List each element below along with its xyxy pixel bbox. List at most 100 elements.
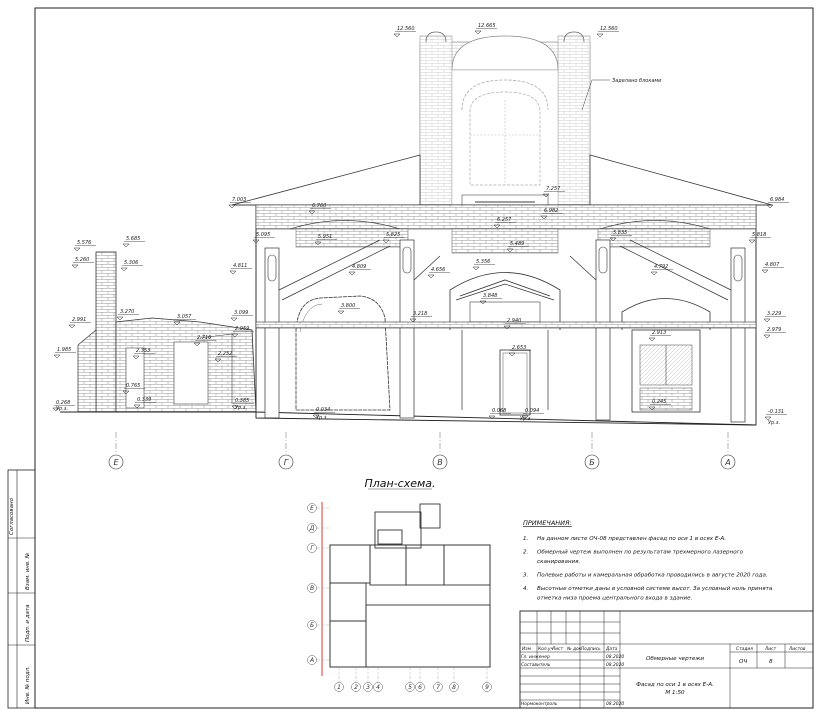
elevation-mark-label: 5.835 [613,230,627,236]
axis-bubble-label: Е [113,458,119,467]
plan-row-axis-label: Е [310,505,314,512]
elevation-mark: 12.560 [393,26,416,38]
elevation-mark: 2.959 [231,326,254,338]
plan-row-axis-label: В [310,585,314,592]
elevation-mark: 2.991 [68,317,91,329]
pilasters [264,239,746,423]
plan-row-axis: Г [307,543,330,553]
axis-marker: В [432,432,448,470]
side-label-inv-original: Инв. № подл. [25,666,31,704]
central-tower [419,31,591,219]
plan-row-axis-label: Г [310,545,314,552]
stamp-header-cell: Подпись [581,646,601,652]
plan-row-axis: А [307,655,330,665]
elevation-mark: 7.257 [542,186,565,198]
ground-level-label: Ур.з. [235,405,247,411]
notes-block: ПРИМЕЧАНИЯ: 1.На данном листе ОЧ-08 пред… [523,519,773,602]
elevation-mark-label: 5.356 [476,259,490,265]
plan-col-axis: 7 [433,667,443,692]
notes-heading: ПРИМЕЧАНИЯ: [523,519,572,527]
elevation-mark: 5.576 [73,240,96,252]
elevation-mark: 5.951 [314,234,337,246]
note-number: 4. [523,586,529,592]
ground-level-label: Ур.з. [56,406,68,412]
elevation-mark-label: 2.653 [512,345,526,351]
stamp-header-cell: Кол.уч [538,646,554,652]
elevation-mark: 0.765 [122,383,145,395]
elevation-mark: 0.339 [133,397,156,409]
elevation-mark: 0.385 [231,398,254,410]
stamp-norm-control: Нормоконтроль [521,701,558,707]
plan-row-axis-label: Д [309,525,315,532]
stamp-header-cell: Изм [522,646,532,652]
elevation-mark: 3.800 [337,303,360,315]
stamp-date: 08.2020 [606,662,624,668]
stamp-scale: М 1:50 [665,690,685,696]
elevation-mark: 4.807 [761,262,784,274]
elevation-mark: 0.268 [52,400,75,412]
sheet-frame [34,7,814,709]
elevation-mark: 2.653 [508,345,531,357]
stamp-sheet-head: Лист [764,646,777,652]
side-strip: Согласовано Взам. инв. № Подп. и дата Ин… [9,497,31,704]
elevation-mark: 4.811 [229,263,252,275]
elevation-mark: 2.716 [193,335,216,347]
elevation-mark-label: -0.131 [768,409,784,415]
plan-col-axis-label: 7 [436,684,440,691]
stamp-header-cell: № док [566,646,582,652]
plan-col-axis-label: 9 [485,684,489,691]
note-line: отметка низа проема центрального входа в… [537,596,693,602]
plan-row-axis: Е [307,503,330,513]
elevation-mark: 1.985 [53,347,76,359]
plan-col-axis-label: 6 [418,684,422,691]
elevation-mark-label: 0.339 [137,397,151,403]
stamp-sheet: 8 [769,659,773,665]
plan-col-axis: 3 [363,667,373,692]
axis-bubble-label: Б [589,458,595,467]
note-item: 1.На данном листе ОЧ-08 представлен фаса… [523,536,726,542]
elevation-mark-label: 3.057 [177,314,192,320]
elevation-mark-label: 7.003 [232,197,246,203]
stamp-subject: Обмерные чертежи [646,656,704,662]
elevation-mark: 0.245 [648,399,671,411]
elevation-mark: 7.003 [228,197,251,209]
elevation-mark: 5.356 [472,259,495,271]
note-item: 3.Полевые работы и камеральная обработка… [523,573,768,579]
elevation-mark-label: 0.094 [525,408,539,414]
ground-level-label: Ур.з. [316,415,328,421]
stamp-header-cell: Дата [605,646,618,652]
ground-level-marks: Ур.з.Ур.з.Ур.з.Ур.з.Ур.з. [56,405,780,426]
elevation-mark-label: 4.811 [233,263,247,269]
elevation-mark: 5.306 [120,260,143,272]
elevation-mark-label: 12.560 [600,26,618,32]
elevation-mark-label: 7.257 [546,186,561,192]
plan-col-axis: 9 [482,667,492,692]
elevation-mark-label: 3.270 [120,309,134,315]
side-strip-frame [7,469,36,709]
note-number: 3. [523,573,529,579]
stamp-header-cell: Лист [551,646,564,652]
elevation-mark: 2.913 [648,330,671,342]
plan-col-axis-label: 4 [376,684,380,691]
elevation-mark-label: 3.218 [413,311,427,317]
plan-col-axis: 5 [405,667,415,692]
elevation-mark-label: 5.951 [318,234,332,240]
notes-list: 1.На данном листе ОЧ-08 представлен фаса… [523,536,773,602]
axis-marker: Г [278,432,294,470]
plan-col-axis: 2 [351,667,361,692]
note-line: На данном листе ОЧ-08 представлен фасад … [537,536,726,542]
elevation-mark-label: 5.260 [75,257,89,263]
elevation-mark-label: 2.979 [767,327,781,333]
elevation-mark: 5.489 [506,241,529,253]
elevation-mark-label: 2.991 [72,317,86,323]
plan-row-axis: Д [307,523,330,533]
elevation-mark: 12.665 [474,23,497,35]
elevation-mark: 5.825 [382,232,405,244]
note-number: 2. [523,550,529,556]
